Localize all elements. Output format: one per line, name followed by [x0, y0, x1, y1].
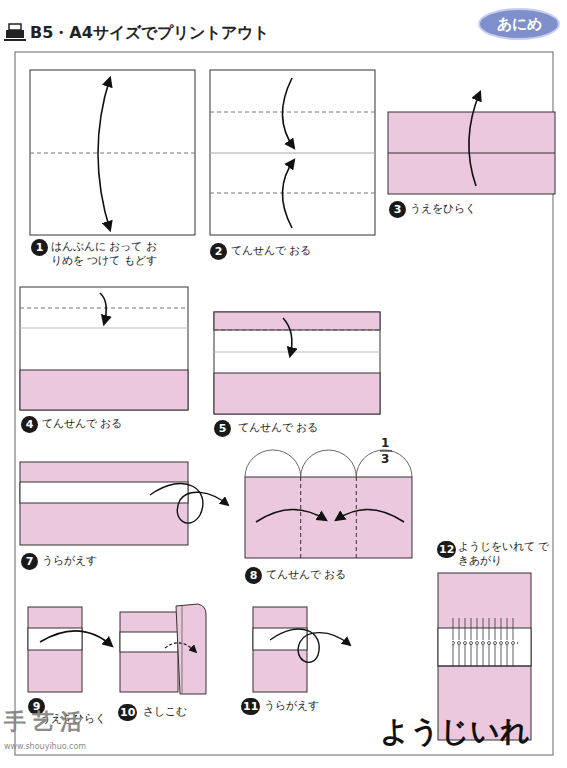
step-caption: うえをひらく: [410, 202, 476, 216]
step-caption: さしこむ: [143, 705, 187, 719]
page-title: B5・A4サイズでプリントアウト: [30, 23, 269, 43]
step-caption: うらがえす: [42, 554, 97, 568]
step-caption: ようじをいれて できあがり: [458, 540, 554, 568]
step-number: 11: [241, 698, 260, 715]
watermark: www.shouyihuo.com: [4, 742, 86, 752]
step-caption: てんせんで おる: [42, 417, 123, 431]
step-caption: はんぶんに おって おりめを つけて もどす: [51, 240, 159, 268]
step-number: 1: [31, 239, 48, 256]
step-number: 8: [245, 567, 262, 584]
badge-text: あにめ: [497, 15, 542, 34]
step-number: 2: [210, 243, 227, 260]
badge-oval: あにめ: [478, 8, 560, 40]
step-caption: うらがえす: [264, 699, 319, 713]
step-caption: てんせんで おる: [266, 568, 347, 582]
printer-icon: [4, 24, 26, 40]
step-number: 7: [21, 553, 38, 570]
step-number: 10: [118, 704, 137, 721]
steps: [20, 70, 555, 740]
fraction-part: 1: [381, 436, 389, 451]
step-caption: てんせんで おる: [231, 244, 312, 258]
diagram-caption: ようじいれ: [380, 713, 530, 749]
step-caption: てんせんで おる: [238, 421, 319, 435]
step-number: 3: [389, 201, 406, 218]
step-number: 5: [214, 420, 231, 437]
watermark: 手艺活: [4, 708, 88, 736]
step-number: 4: [21, 416, 38, 433]
step-number: 12: [437, 541, 456, 558]
fraction-part: 3: [381, 452, 389, 467]
